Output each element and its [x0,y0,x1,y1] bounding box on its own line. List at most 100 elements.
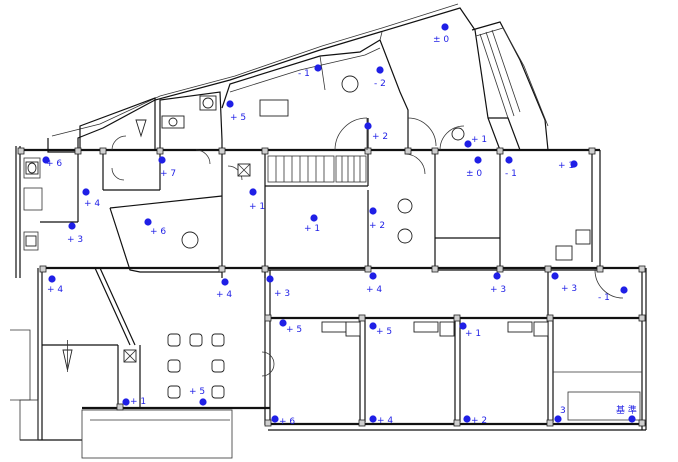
level-dot [82,188,90,196]
staircase [267,155,367,183]
level-dot [122,398,130,406]
level-label: + 5 [230,113,246,123]
level-dot [474,156,482,164]
level-dot [158,156,166,164]
level-marker: - 2 [374,66,386,89]
level-label: + 3 [67,235,83,245]
level-marker: + 7 [158,156,176,179]
level-label: + 2 [369,221,385,231]
level-marker: + 6 [42,156,62,169]
level-marker: ± 0 [433,23,449,45]
level-dot [314,64,322,72]
level-marker: + 1 [122,397,146,407]
level-dot [364,122,372,130]
level-marker: + 1 [459,322,481,339]
level-label: ± 0 [466,169,482,179]
level-dot [226,100,234,108]
level-label: - 2 [374,79,386,89]
level-dot [68,222,76,230]
level-label: + 5 [286,325,302,335]
level-label: 基 準 [616,404,637,416]
level-marker: + 4 [47,275,63,295]
level-marker: - 1 [598,286,628,303]
level-dot [554,415,562,423]
level-dot [221,278,229,286]
level-marker: + 5 [369,322,392,337]
level-marker: + 5 [226,100,246,123]
structural-columns [17,147,646,427]
level-marker: 基 準 [616,404,637,423]
level-marker: + 6 [144,218,166,237]
level-label: + 1 [249,202,265,212]
level-dot [266,275,274,283]
level-dot [570,160,578,168]
level-dot [441,23,449,31]
level-label: + 1 [130,397,146,407]
walls [10,3,647,459]
level-label: - 1 [598,293,610,303]
level-dot [144,218,152,226]
level-dot [249,188,257,196]
level-dot [620,286,628,294]
level-label: + 3 [274,289,290,299]
level-marker: + 2 [364,122,388,142]
level-marker: + 3 [490,272,506,295]
level-dot [369,415,377,423]
level-dot [199,398,207,406]
level-label: + 1 [471,135,487,145]
level-label: + 4 [47,285,63,295]
level-marker: + 3 [266,275,290,299]
level-dot [493,272,501,280]
level-marker: + 2 [369,207,385,231]
level-label: + 3 [561,284,577,294]
level-dot [310,214,318,222]
level-dot [48,275,56,283]
level-label: - 1 [298,69,310,79]
level-marker: + 1 [558,160,578,171]
level-label: + 4 [84,199,100,209]
level-label: + 6 [150,227,166,237]
level-marker: + 6 [271,415,295,427]
level-label: + 2 [471,416,487,426]
level-label: + 4 [377,416,393,426]
level-marker: + 3 [551,272,577,294]
level-marker: + 2 [463,415,487,426]
level-marker: + 1 [464,135,487,148]
level-dot [551,272,559,280]
level-marker: - 1 [298,64,322,79]
level-label: + 1 [304,224,320,234]
level-label: + 5 [189,387,205,397]
level-label: 3 [560,406,566,416]
level-label: + 6 [46,159,62,169]
level-dot [463,415,471,423]
level-dot [369,272,377,280]
fixtures [25,75,591,399]
level-marker: + 1 [304,214,320,234]
level-marker: + 4 [216,278,232,300]
level-label: + 1 [465,329,481,339]
level-marker: + 1 [249,188,265,212]
level-label: + 5 [376,327,392,337]
level-dot [42,156,50,164]
level-dot [464,140,472,148]
level-marker: + 5 [189,387,207,406]
level-marker: + 4 [369,415,393,426]
level-dot [505,156,513,164]
level-dot [459,322,467,330]
level-dot [376,66,384,74]
level-marker: + 4 [82,188,100,209]
level-markers: ± 0 - 1 - 2 + 5 + 2 + 1 ± 0 - 1 + 1 + 6 + 7 + 4 + 1 +… [42,23,637,427]
level-dot [279,319,287,327]
level-label: + 7 [160,169,176,179]
level-dot [271,415,279,423]
level-marker: + 3 [67,222,83,245]
level-label: + 2 [372,132,388,142]
level-dot [369,322,377,330]
level-label: + 4 [216,290,232,300]
level-label: ± 0 [433,35,449,45]
level-label: + 1 [558,161,574,171]
level-marker: - 1 [505,156,517,179]
level-marker: ± 0 [466,156,482,179]
level-label: + 4 [366,285,382,295]
